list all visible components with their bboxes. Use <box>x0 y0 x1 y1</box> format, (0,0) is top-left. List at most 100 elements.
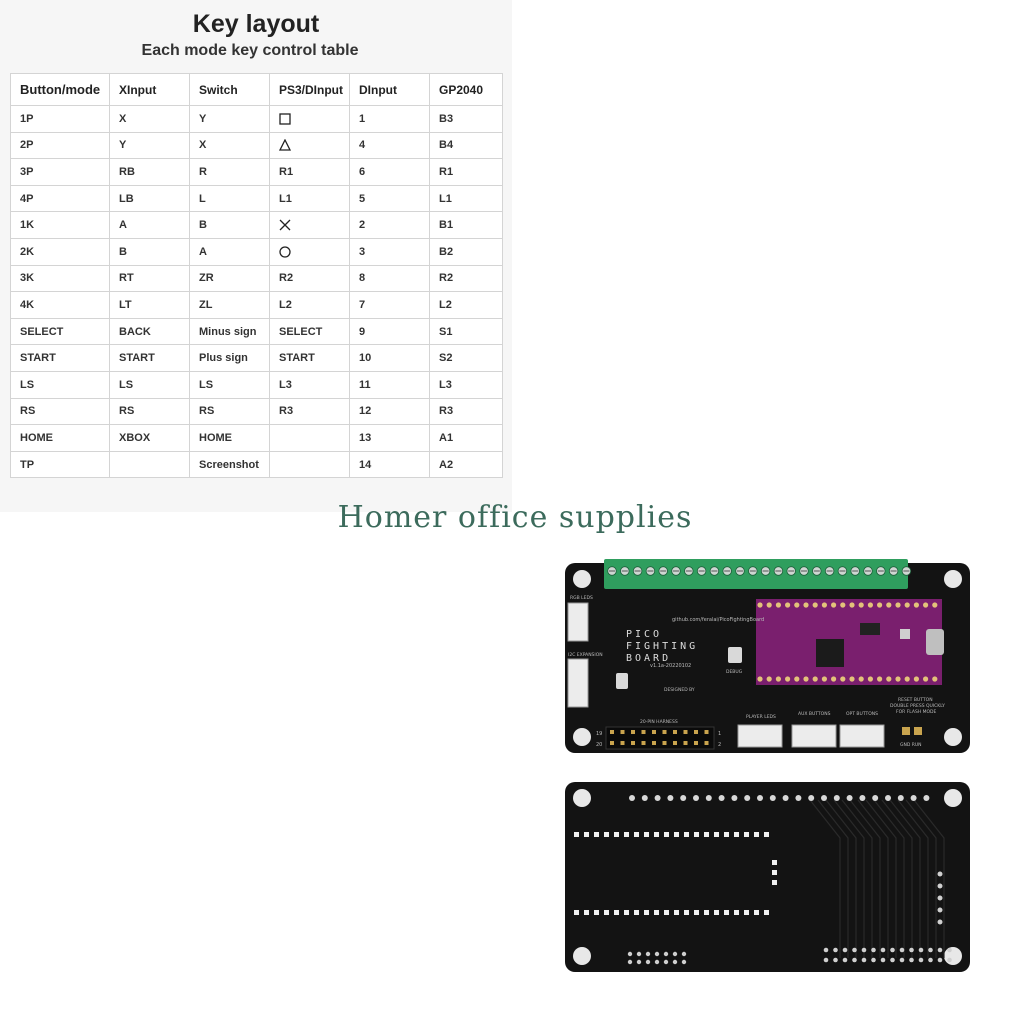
header-pin <box>620 730 625 734</box>
header-pin <box>683 730 688 734</box>
reset-pin <box>902 727 910 735</box>
solder-pad <box>584 832 589 837</box>
solder-pad <box>754 832 759 837</box>
header-pin <box>704 741 709 745</box>
reset-label: FOR FLASH MODE <box>896 709 937 715</box>
mount-hole <box>944 570 962 588</box>
solder-pad <box>654 832 659 837</box>
solder-pad <box>861 947 867 953</box>
solder-pad <box>684 910 689 915</box>
watermark-text: Homer office supplies <box>337 500 693 535</box>
table-cell: L2 <box>429 291 503 319</box>
solder-pad <box>885 795 891 801</box>
header-pin <box>652 730 656 734</box>
pico-pin <box>812 676 818 682</box>
pico-pin <box>794 602 800 608</box>
flash-chip <box>860 623 880 635</box>
pcb-trace <box>905 799 937 958</box>
table-cell: RB <box>109 158 190 186</box>
page-subtitle: Each mode key control table <box>141 42 359 59</box>
i2c-label: I2C EXPANSION <box>568 652 603 658</box>
solder-pad <box>769 795 776 801</box>
pico-pin <box>877 602 883 608</box>
solder-pad <box>872 795 879 801</box>
column-header: XInput <box>109 73 190 106</box>
table-cell: 6 <box>349 158 430 186</box>
rgb-leds-label: RGB LEDS <box>570 595 593 601</box>
pico-pin <box>886 602 892 608</box>
solder-pad <box>654 910 659 915</box>
solder-pad <box>681 959 687 965</box>
table-cell: START <box>10 344 110 372</box>
table-cell: 3P <box>10 158 110 186</box>
solder-pad <box>664 832 669 837</box>
table-cell: LS <box>10 370 110 399</box>
pin-label: 20 <box>596 742 602 748</box>
solder-pad <box>674 910 679 915</box>
solder-pad <box>795 795 802 801</box>
solder-pad <box>705 795 712 801</box>
logo-line1: PICO <box>626 629 662 640</box>
solder-pad <box>947 957 952 963</box>
solder-pad <box>594 910 599 915</box>
solder-pad <box>694 832 699 837</box>
solder-pad <box>654 951 660 957</box>
table-cell: 3K <box>10 264 110 293</box>
table-cell: 14 <box>349 450 430 479</box>
solder-pad <box>681 951 687 957</box>
table-cell: R3 <box>269 397 350 426</box>
header-pin <box>610 730 614 734</box>
table-cell: B3 <box>429 105 503 133</box>
table-cell: 2 <box>349 211 430 239</box>
key-layout-panel: Key layout Each mode key control table B… <box>0 0 512 512</box>
pico-pin <box>766 676 772 682</box>
solder-pad <box>629 795 635 801</box>
player-leds-connector <box>737 724 783 748</box>
header-pin <box>704 730 709 734</box>
mount-hole <box>573 789 591 807</box>
solder-pad <box>764 910 769 915</box>
circle-icon <box>279 246 291 258</box>
table-cell: ZR <box>189 264 270 293</box>
solder-pad <box>909 947 914 953</box>
solder-pad <box>604 910 609 915</box>
solder-pad <box>731 795 738 801</box>
reset-label: DOUBLE PRESS QUICKLY <box>890 703 945 709</box>
table-cell: B <box>109 237 190 266</box>
bootsel-button <box>900 629 910 639</box>
table-cell <box>269 237 350 266</box>
table-cell: LT <box>109 291 190 319</box>
pico-pin <box>886 676 892 682</box>
table-cell: 2P <box>10 131 110 160</box>
reset-pin <box>914 727 922 735</box>
pcb-trace <box>817 799 849 958</box>
table-cell: S2 <box>429 344 503 372</box>
pcb-trace <box>849 799 881 958</box>
table-cell: LB <box>109 184 190 213</box>
solder-pad <box>808 795 815 801</box>
mount-hole <box>573 947 591 965</box>
player-leds-label: PLAYER LEDS <box>746 714 776 720</box>
table-cell: L2 <box>269 291 350 319</box>
pico-pin <box>895 676 901 682</box>
pico-pin <box>904 676 910 682</box>
solder-pad <box>937 907 943 913</box>
solder-pad <box>890 957 895 963</box>
pico-module <box>756 599 944 685</box>
table-cell: HOME <box>10 424 110 452</box>
header-pin <box>652 741 656 745</box>
table-cell: 5 <box>349 184 430 213</box>
solder-pad <box>937 895 943 901</box>
pico-pin <box>932 602 938 608</box>
square-icon <box>279 113 291 125</box>
solder-pad <box>782 795 789 801</box>
table-cell: 11 <box>349 370 430 399</box>
solder-pad <box>918 947 924 953</box>
rp2040-chip <box>816 639 844 667</box>
solder-pad <box>654 959 660 965</box>
